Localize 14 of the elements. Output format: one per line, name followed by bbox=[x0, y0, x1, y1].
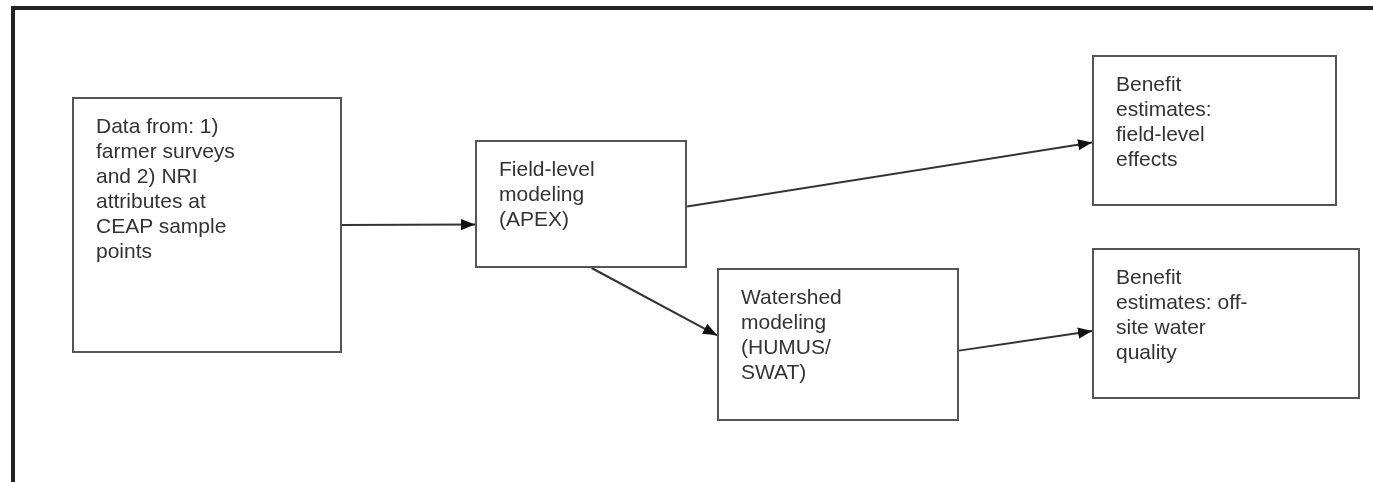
process-box bbox=[1092, 55, 1337, 206]
process-box bbox=[1092, 248, 1360, 399]
arrow bbox=[958, 327, 1093, 352]
box-text: Benefit estimates: off-site water quality bbox=[1116, 264, 1249, 364]
arrow bbox=[686, 139, 1093, 208]
box-text: Data from: 1) farmer surveys and 2) NRI attributes at CEAP sample points bbox=[96, 113, 236, 263]
process-box bbox=[72, 97, 342, 353]
box-text: Benefit estimates: field-level effects bbox=[1116, 71, 1213, 171]
process-box bbox=[717, 268, 959, 421]
box-text: Field-level modeling (APEX) bbox=[499, 156, 596, 231]
box-text: Watershed modeling (HUMUS/ SWAT) bbox=[741, 284, 843, 384]
process-box bbox=[475, 140, 687, 268]
arrow bbox=[590, 267, 718, 337]
arrow bbox=[341, 218, 476, 231]
